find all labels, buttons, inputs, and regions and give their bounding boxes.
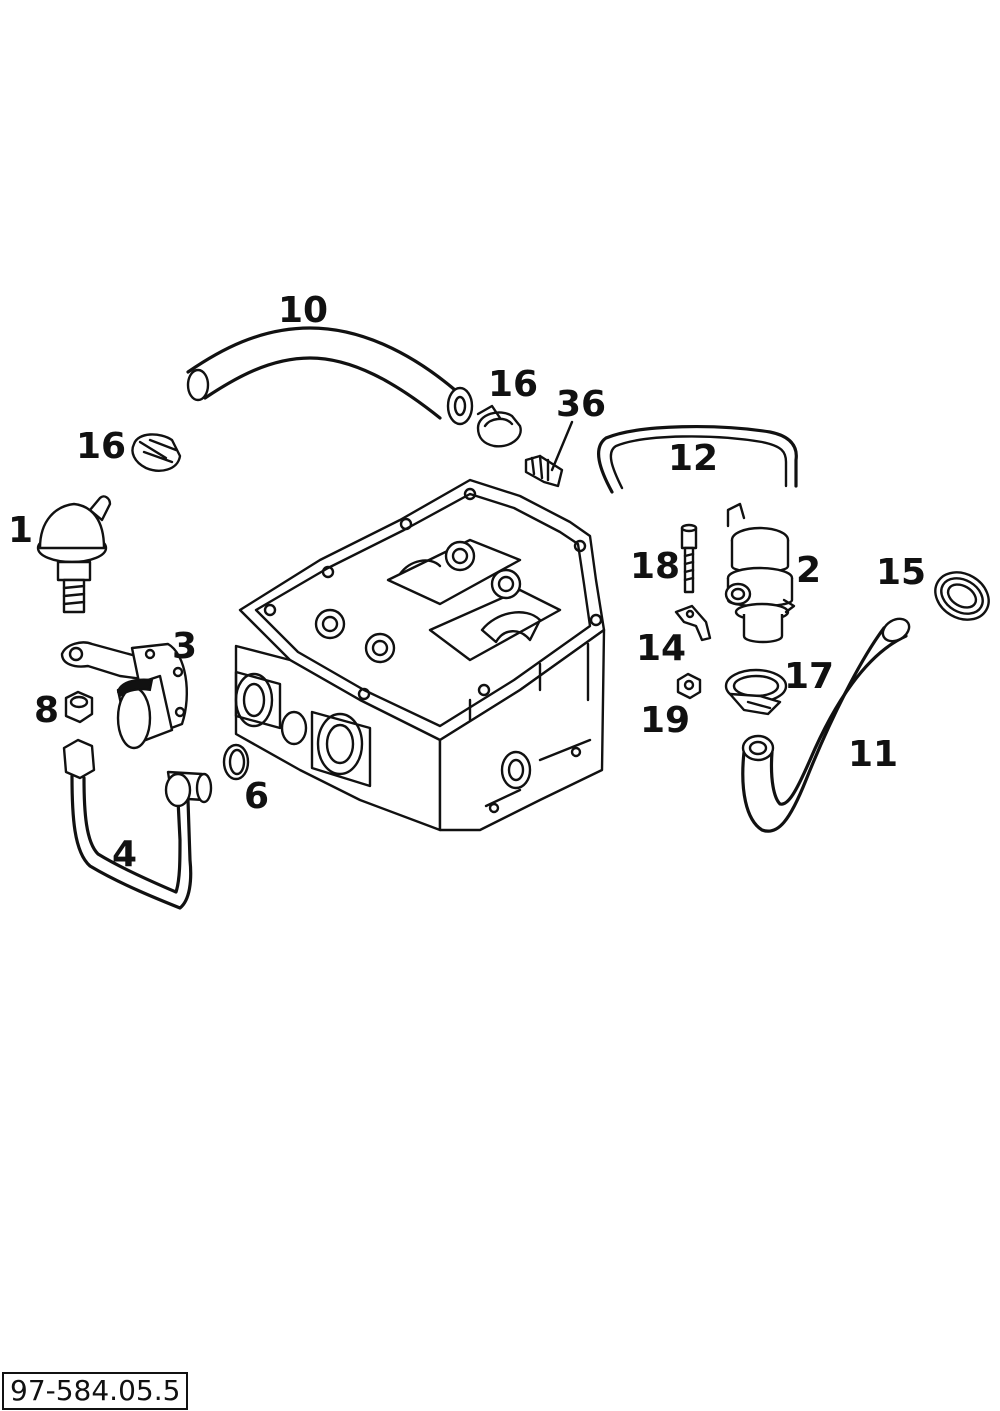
part-1-valve: [36, 495, 112, 614]
label-17: 17: [784, 656, 834, 697]
part-6-oring: [222, 743, 250, 781]
part-15-ring: [934, 571, 990, 621]
part-8-nut: [64, 690, 94, 724]
part-12-pipe: [597, 425, 798, 494]
part-18-bolt: [680, 523, 698, 594]
label-19: 19: [640, 700, 690, 741]
label-15: 15: [876, 552, 926, 593]
label-16-upper: 16: [488, 364, 538, 405]
label-36: 36: [556, 384, 606, 425]
part-17-clamp: [724, 668, 788, 716]
label-16-left: 16: [76, 426, 126, 467]
part-16-clamp-left: [131, 433, 182, 472]
part-4-pipe: [62, 738, 213, 910]
label-10: 10: [278, 290, 328, 331]
label-4: 4: [112, 834, 137, 875]
part-36-fitting: [524, 420, 574, 488]
part-3-flange: [60, 641, 188, 750]
label-8: 8: [34, 690, 59, 731]
label-18: 18: [630, 546, 680, 587]
label-14: 14: [636, 628, 686, 669]
part-19-nut: [676, 672, 702, 700]
cylinder-head: [234, 478, 606, 832]
part-10-hose: [186, 326, 474, 426]
label-1: 1: [8, 510, 33, 551]
part-14-bracket: [674, 604, 712, 642]
drawing-reference-code: 97-584.05.5: [2, 1372, 189, 1410]
label-3: 3: [172, 626, 197, 667]
label-2: 2: [796, 550, 821, 591]
part-11-hose: [741, 617, 911, 833]
part-16-clamp-upper: [476, 404, 522, 448]
label-11: 11: [848, 734, 898, 775]
part-2-regulator: [724, 502, 796, 644]
label-6: 6: [244, 776, 269, 817]
label-12: 12: [668, 438, 718, 479]
